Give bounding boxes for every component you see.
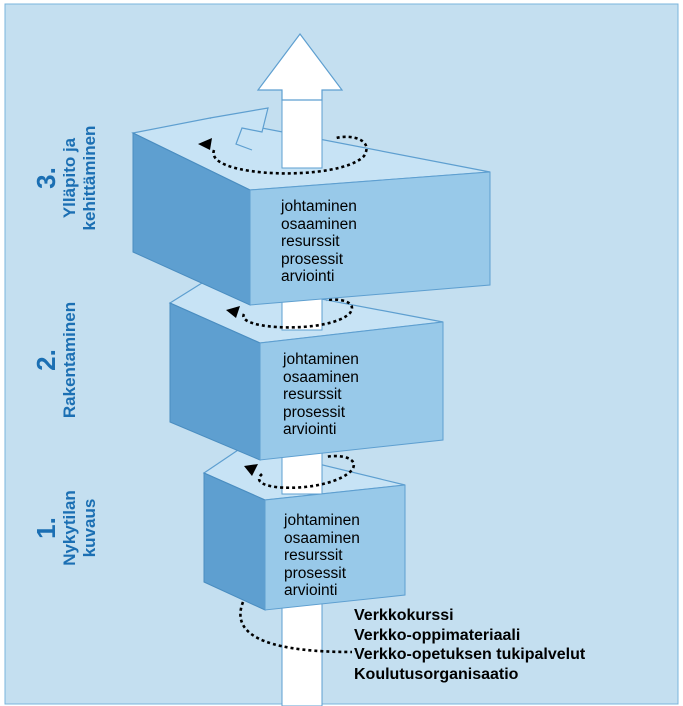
box-1-arrowhead bbox=[244, 464, 258, 476]
box-1-items: johtaminen osaaminen resurssit prosessit… bbox=[284, 512, 360, 600]
stage-2-number: 2. bbox=[31, 349, 61, 371]
box-3-item: resurssit bbox=[281, 233, 340, 250]
bottom-item: Verkkokurssi bbox=[354, 607, 454, 624]
box-2-item: arviointi bbox=[283, 421, 337, 438]
box-1-item: johtaminen bbox=[284, 512, 360, 529]
bottom-item: Verkko-opetuksen tukipalvelut bbox=[354, 646, 586, 663]
box-3-items: johtaminen osaaminen resurssit prosessit… bbox=[281, 198, 357, 286]
box-3-cycle-arrow bbox=[212, 135, 368, 175]
box-2-item: resurssit bbox=[283, 386, 342, 403]
box-3-item: johtaminen bbox=[281, 198, 357, 215]
stage-3-block bbox=[131, 95, 491, 306]
box-3-item: prosessit bbox=[281, 250, 344, 268]
box-2-cycle-arrow bbox=[242, 298, 354, 329]
box-3-item: arviointi bbox=[281, 268, 335, 285]
box-1-front-face bbox=[264, 484, 406, 611]
box-1-item: prosessit bbox=[284, 564, 347, 582]
box-2-item: prosessit bbox=[283, 403, 346, 421]
stage-3-title-line-1: Ylläpito ja bbox=[60, 137, 79, 219]
box-2-items: johtaminen osaaminen resurssit prosessit… bbox=[283, 351, 359, 439]
up-arrow bbox=[256, 33, 344, 101]
box-2-item: osaaminen bbox=[283, 368, 359, 386]
box-2-front-face bbox=[259, 321, 444, 461]
pole-3-segment bbox=[281, 95, 323, 169]
stage-2-label: 2. Rakentaminen bbox=[31, 290, 80, 430]
stage-3-title-line-2: kehittäminen bbox=[80, 125, 99, 231]
bottom-item: Koulutusorganisaatio bbox=[354, 665, 519, 683]
bottom-dotted-curve bbox=[239, 601, 353, 654]
stage-1-title-line-2: kuvaus bbox=[80, 498, 99, 558]
stage-1-label: 1. Nykytilan kuvaus bbox=[31, 478, 100, 578]
stage-1-block bbox=[202, 445, 406, 611]
box-1-item: arviointi bbox=[284, 582, 338, 599]
box-2-item: johtaminen bbox=[283, 351, 359, 368]
stage-1-title-line-1: Nykytilan bbox=[60, 490, 79, 566]
box-1-item: osaaminen bbox=[284, 529, 360, 547]
stage-1-number: 1. bbox=[31, 517, 61, 539]
box-2-arrowhead bbox=[226, 306, 240, 318]
box-3-front-face bbox=[249, 171, 491, 306]
bottom-item: Verkko-oppimateriaali bbox=[354, 626, 521, 644]
box-3-item: osaaminen bbox=[281, 215, 357, 233]
stage-3-number: 3. bbox=[31, 167, 61, 189]
stage-2-title-line-1: Rakentaminen bbox=[60, 301, 79, 419]
box-3-arrowhead bbox=[198, 138, 212, 150]
box-1-item: resurssit bbox=[284, 547, 343, 564]
bottom-items: Verkkokurssi Verkko-oppimateriaali Verkk… bbox=[354, 606, 585, 684]
box-1-cycle-arrow bbox=[257, 454, 356, 490]
box-3-top-hook bbox=[209, 107, 269, 151]
stage-3-label: 3. Ylläpito ja kehittäminen bbox=[31, 118, 100, 238]
